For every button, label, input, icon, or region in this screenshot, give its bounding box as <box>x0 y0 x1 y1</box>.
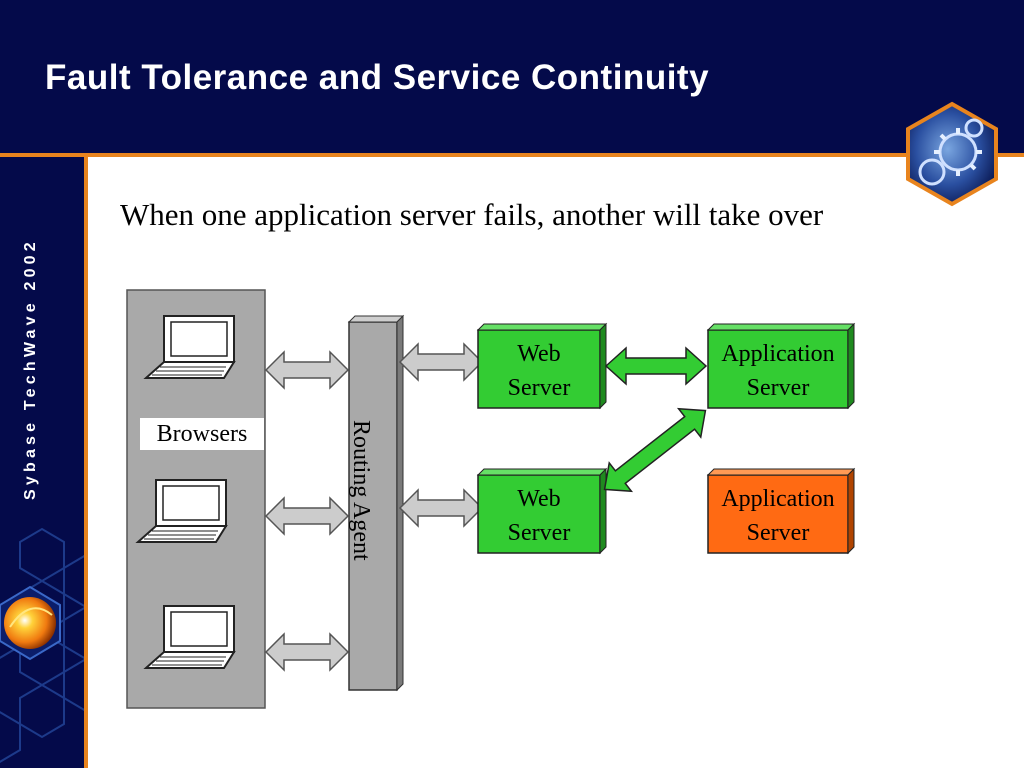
app-server-label-2: Application Server <box>721 486 835 546</box>
bidirectional-arrow-icon <box>265 497 349 535</box>
web-server-label-2: Web Server <box>507 486 571 546</box>
slide-title: Fault Tolerance and Service Continuity <box>45 58 710 97</box>
bidirectional-arrow-icon <box>399 343 483 381</box>
routing-agent-label: Routing Agent <box>348 420 374 561</box>
bidirectional-arrow-icon <box>399 489 483 527</box>
bidirectional-arrow-icon <box>604 346 708 386</box>
gear-logo-icon <box>906 101 998 207</box>
routing-agent-box <box>347 314 405 692</box>
browsers-label: Browsers <box>140 418 264 450</box>
sidebar <box>0 157 84 768</box>
sidebar-accent-line <box>84 157 88 768</box>
web-server-label-1: Web Server <box>507 341 571 401</box>
header-bar <box>0 0 1024 155</box>
bidirectional-arrow-icon <box>603 407 707 493</box>
app-server-box-2-failed <box>706 467 856 555</box>
header-accent-line <box>0 153 1024 157</box>
app-server-label-1: Application Server <box>721 341 835 401</box>
bidirectional-arrow-icon <box>265 633 349 671</box>
slide-subtitle: When one application server fails, anoth… <box>120 197 824 232</box>
orange-sphere-logo-icon <box>0 585 61 661</box>
web-server-box-2 <box>476 467 608 555</box>
bidirectional-arrow-icon <box>265 351 349 389</box>
app-server-box-1 <box>706 322 856 410</box>
web-server-box-1 <box>476 322 608 410</box>
